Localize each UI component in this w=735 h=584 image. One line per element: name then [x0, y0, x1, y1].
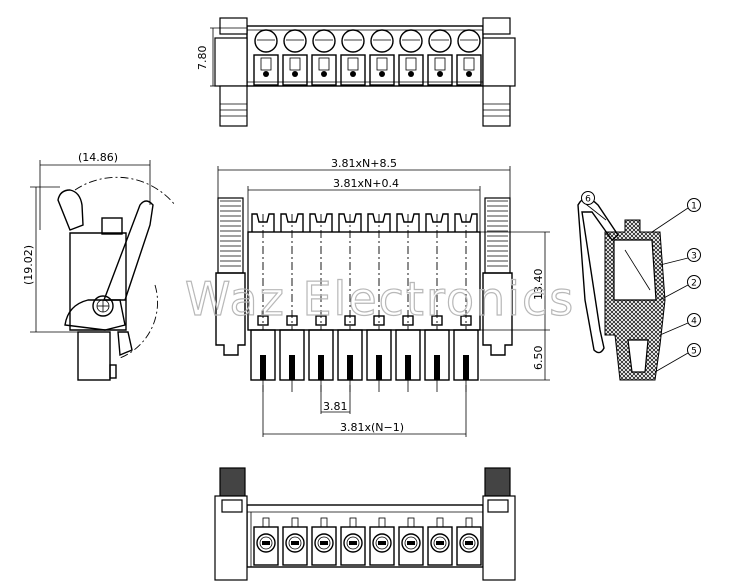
- bottom-pole: [311, 517, 337, 566]
- top-pole: [282, 29, 308, 86]
- dim-side-height: (19.02): [22, 245, 35, 285]
- top-pole: [427, 29, 453, 86]
- bottom-pole: [340, 517, 366, 566]
- side-view: (14.86) (19.02): [22, 151, 176, 381]
- bottom-pole: [456, 517, 482, 566]
- top-pole: [369, 29, 395, 86]
- svg-text:4: 4: [691, 317, 697, 327]
- front-pole: [395, 213, 421, 392]
- callout-1: 1: [651, 198, 701, 233]
- dim-side-width: (14.86): [78, 151, 118, 164]
- svg-text:2: 2: [691, 279, 697, 289]
- top-pole: [311, 29, 337, 86]
- svg-text:3: 3: [691, 252, 697, 262]
- dim-body-height: 13.40: [532, 269, 545, 301]
- section-view: [577, 197, 666, 381]
- bottom-pole: [427, 517, 453, 566]
- callout-3: 3: [659, 248, 701, 266]
- front-view: 3.81xN+8.5 3.81xN+0.4 13.40 6.50 3.81 3.…: [215, 157, 550, 437]
- svg-text:1: 1: [691, 202, 697, 212]
- top-pole: [398, 29, 424, 86]
- callout-6: 6: [581, 191, 607, 221]
- front-pole: [337, 213, 363, 392]
- front-pole: [308, 213, 334, 392]
- latch-grip: [220, 103, 247, 117]
- dim-pin-span: 3.81x(N−1): [340, 421, 404, 434]
- dim-pitch: 3.81: [323, 400, 348, 413]
- callouts: 1 2 3 4 5 6: [581, 191, 701, 373]
- watermark: Waz Electronics: [185, 272, 575, 326]
- bottom-pole: [253, 517, 279, 566]
- bottom-view: [214, 467, 516, 581]
- bottom-pole: [398, 517, 424, 566]
- top-pole: [253, 29, 279, 86]
- callout-5: 5: [654, 343, 701, 373]
- front-pole: [424, 213, 450, 392]
- dim-top-height: 7.80: [196, 46, 209, 71]
- front-pole: [250, 213, 276, 392]
- front-pole: [279, 213, 305, 392]
- front-pole: [453, 213, 479, 392]
- dim-overall-length: 3.81xN+8.5: [331, 157, 397, 170]
- callout-2: 2: [659, 275, 701, 301]
- top-pole: [340, 29, 366, 86]
- svg-text:6: 6: [585, 195, 591, 205]
- front-pole: [366, 213, 392, 392]
- dim-pin-height: 6.50: [532, 346, 545, 371]
- top-pole: [456, 29, 482, 86]
- bottom-pole: [369, 517, 395, 566]
- callout-4: 4: [659, 313, 701, 336]
- top-view: 7.80: [196, 17, 516, 127]
- dim-body-length: 3.81xN+0.4: [333, 177, 399, 190]
- bottom-pole: [282, 517, 308, 566]
- svg-text:5: 5: [691, 347, 697, 357]
